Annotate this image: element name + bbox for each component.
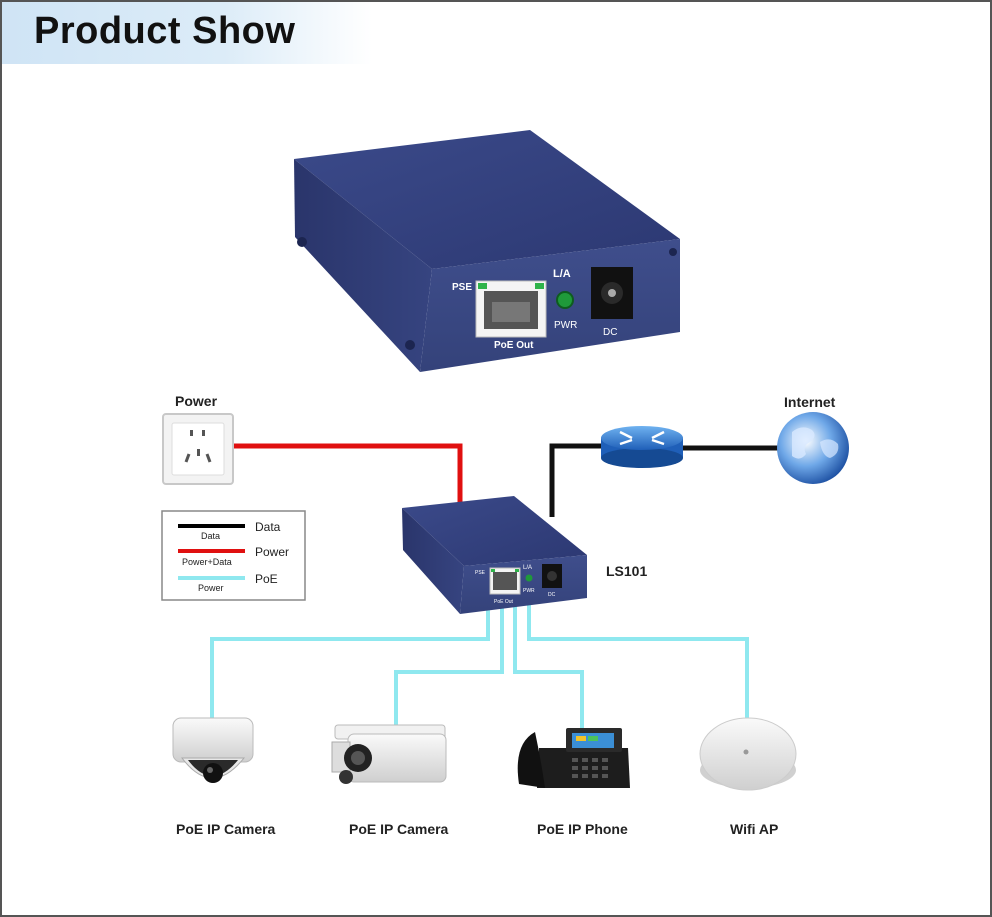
legend: Data Data Power+Data Power Power PoE (161, 510, 306, 601)
ls101-top-face (402, 496, 587, 566)
legend-sublabel: Power (198, 583, 224, 593)
bullet-camera-icon (331, 724, 447, 784)
hero-side-face (294, 159, 432, 372)
legend-label: Power (255, 545, 289, 559)
globe-icon (777, 412, 849, 484)
endpoint-label: PoE IP Camera (349, 821, 449, 837)
legend-label: Data (255, 520, 281, 534)
wifi-ap-icon (699, 717, 797, 791)
poe-line-wifi-ap (527, 605, 749, 718)
ls101-la-label: L/A (523, 565, 532, 571)
page-title: Product Show (34, 10, 296, 52)
endpoint-label: PoE IP Camera (176, 821, 276, 837)
legend-label: PoE (255, 572, 278, 586)
legend-item-power: Power+Data Power (178, 545, 289, 567)
ls101-dc-jack-icon (542, 564, 562, 588)
power-source-label: Power (175, 393, 218, 409)
data-line (549, 443, 602, 517)
ls101-poe-out-label: PoE Out (494, 599, 514, 605)
legend-sublabel: Power+Data (182, 557, 232, 567)
hero-poe-out-label: PoE Out (494, 340, 534, 351)
hero-la-label: L/A (553, 268, 571, 280)
ls101-label: LS101 (606, 563, 647, 579)
ls101-rj45-port-icon (489, 567, 521, 595)
poe-line-phone (513, 605, 584, 730)
legend-item-poe: Power PoE (178, 572, 278, 593)
hero-dc-jack-icon (591, 267, 633, 319)
ip-phone-icon (517, 728, 630, 788)
connection-lines (210, 443, 782, 730)
hero-screw-icon (669, 248, 677, 256)
ls101-device: PSE L/A PWR DC PoE Out (402, 496, 587, 614)
ls101-power-led-icon (525, 574, 533, 582)
wall-socket-icon (162, 413, 234, 485)
dome-camera-icon (172, 717, 254, 783)
hero-pwr-label: PWR (554, 320, 577, 331)
endpoint-label: PoE IP Phone (537, 821, 628, 837)
hero-top-face (294, 130, 680, 269)
hero-rj45-port-icon (475, 280, 547, 338)
ls101-pse-label: PSE (475, 570, 486, 576)
hero-dc-label: DC (603, 327, 617, 338)
ls101-pwr-label: PWR (523, 588, 535, 594)
ls101-side-face (402, 508, 464, 614)
poe-line-camera-2 (394, 605, 504, 726)
hero-power-led-icon (556, 291, 574, 309)
internet-label: Internet (784, 394, 836, 410)
power-line (232, 443, 463, 502)
router-icon (601, 426, 683, 468)
header-band (2, 2, 372, 64)
poe-line-camera-1 (210, 605, 490, 718)
hero-device: PSE L/A PWR DC PoE Out (294, 130, 680, 372)
endpoint-label: Wifi AP (730, 821, 778, 837)
ls101-dc-label: DC (548, 592, 556, 598)
hero-screw-icon (297, 237, 307, 247)
hero-pse-label: PSE (452, 282, 472, 293)
legend-sublabel: Data (201, 531, 220, 541)
hero-screw-icon (405, 340, 415, 350)
legend-item-data: Data Data (178, 520, 281, 541)
